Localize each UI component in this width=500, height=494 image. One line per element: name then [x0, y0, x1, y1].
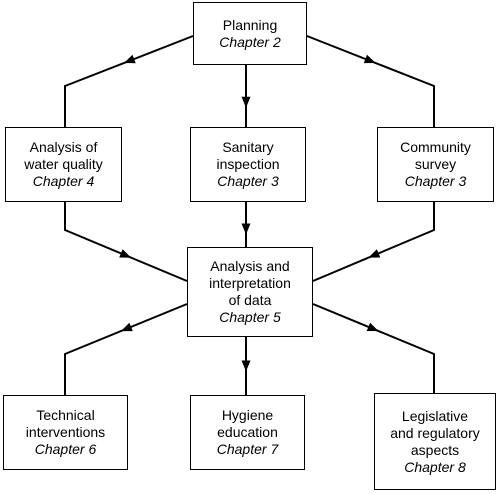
- node-hygiene-education-line-2: education: [217, 424, 278, 440]
- node-hygiene-education: Hygiene education Chapter 7: [190, 395, 305, 470]
- arrowhead-icon: [123, 54, 136, 64]
- connector-planning-to-community-survey: [306, 35, 435, 127]
- connector-sanitary-inspection-to-analysis-interpretation: [241, 202, 251, 247]
- node-analysis-water-quality-line-1: Analysis of: [29, 139, 98, 155]
- connector-analysis-water-quality-to-analysis-interpretation: [64, 202, 188, 282]
- node-analysis-interpretation-line-3: of data: [228, 292, 272, 308]
- connector-analysis-interpretation-to-legislative-regulatory: [312, 303, 435, 393]
- connector-planning-to-analysis-water-quality: [64, 35, 194, 127]
- connector-planning-to-sanitary-inspection: [241, 65, 251, 127]
- connector-line: [312, 303, 435, 393]
- node-community-survey-line-1: Community: [400, 139, 471, 155]
- connector-line: [64, 303, 188, 395]
- node-planning: Planning Chapter 2: [193, 2, 307, 65]
- connector-line: [306, 35, 435, 127]
- node-analysis-interpretation-line-1: Analysis and: [210, 258, 290, 274]
- arrowhead-icon: [241, 223, 251, 235]
- connector-line: [64, 202, 188, 282]
- node-legislative-regulatory-line-1: Legislative: [401, 407, 469, 424]
- node-hygiene-education-chapter: Chapter 7: [216, 441, 279, 457]
- node-technical-interventions-chapter: Chapter 6: [34, 441, 97, 457]
- node-analysis-interpretation-line-2: interpretation: [209, 275, 291, 291]
- node-legislative-regulatory-line-2: and regulatory: [390, 424, 480, 441]
- node-sanitary-inspection: Sanitary inspection Chapter 3: [190, 127, 306, 202]
- connector-line: [64, 35, 194, 127]
- node-analysis-water-quality: Analysis of water quality Chapter 4: [5, 127, 122, 202]
- connector-analysis-interpretation-to-hygiene-education: [241, 337, 251, 395]
- connector-community-survey-to-analysis-interpretation: [312, 202, 435, 282]
- arrowhead-icon: [119, 249, 132, 258]
- node-sanitary-inspection-line-1: Sanitary: [222, 139, 274, 155]
- arrowhead-icon: [241, 96, 251, 108]
- node-technical-interventions: Technical interventions Chapter 6: [3, 395, 128, 470]
- node-analysis-interpretation-chapter: Chapter 5: [219, 309, 281, 325]
- node-planning-chapter: Chapter 2: [219, 33, 281, 50]
- arrowhead-icon: [363, 54, 376, 64]
- node-technical-interventions-line-2: interventions: [25, 424, 106, 440]
- node-legislative-regulatory-line-3: aspects: [410, 441, 460, 458]
- node-technical-interventions-line-1: Technical: [36, 407, 95, 423]
- node-sanitary-inspection-chapter: Chapter 3: [217, 173, 279, 189]
- node-legislative-regulatory: Legislative and regulatory aspects Chapt…: [374, 393, 496, 490]
- node-community-survey: Community survey Chapter 3: [377, 127, 494, 202]
- node-analysis-water-quality-line-2: water quality: [24, 156, 103, 172]
- node-sanitary-inspection-line-2: inspection: [216, 156, 280, 172]
- connector-line: [312, 202, 435, 282]
- connector-analysis-interpretation-to-technical-interventions: [64, 303, 188, 395]
- node-analysis-interpretation: Analysis and interpretation of data Chap…: [187, 247, 313, 337]
- node-community-survey-line-2: survey: [414, 156, 457, 172]
- arrowhead-icon: [366, 322, 379, 332]
- node-planning-line-1: Planning: [222, 16, 278, 33]
- node-analysis-water-quality-chapter: Chapter 4: [32, 173, 95, 189]
- arrowhead-icon: [120, 322, 133, 332]
- node-hygiene-education-line-1: Hygiene: [221, 407, 274, 423]
- node-community-survey-chapter: Chapter 3: [404, 173, 467, 189]
- arrowhead-icon: [368, 249, 381, 258]
- node-legislative-regulatory-chapter: Chapter 8: [404, 458, 466, 475]
- arrowhead-icon: [241, 360, 251, 372]
